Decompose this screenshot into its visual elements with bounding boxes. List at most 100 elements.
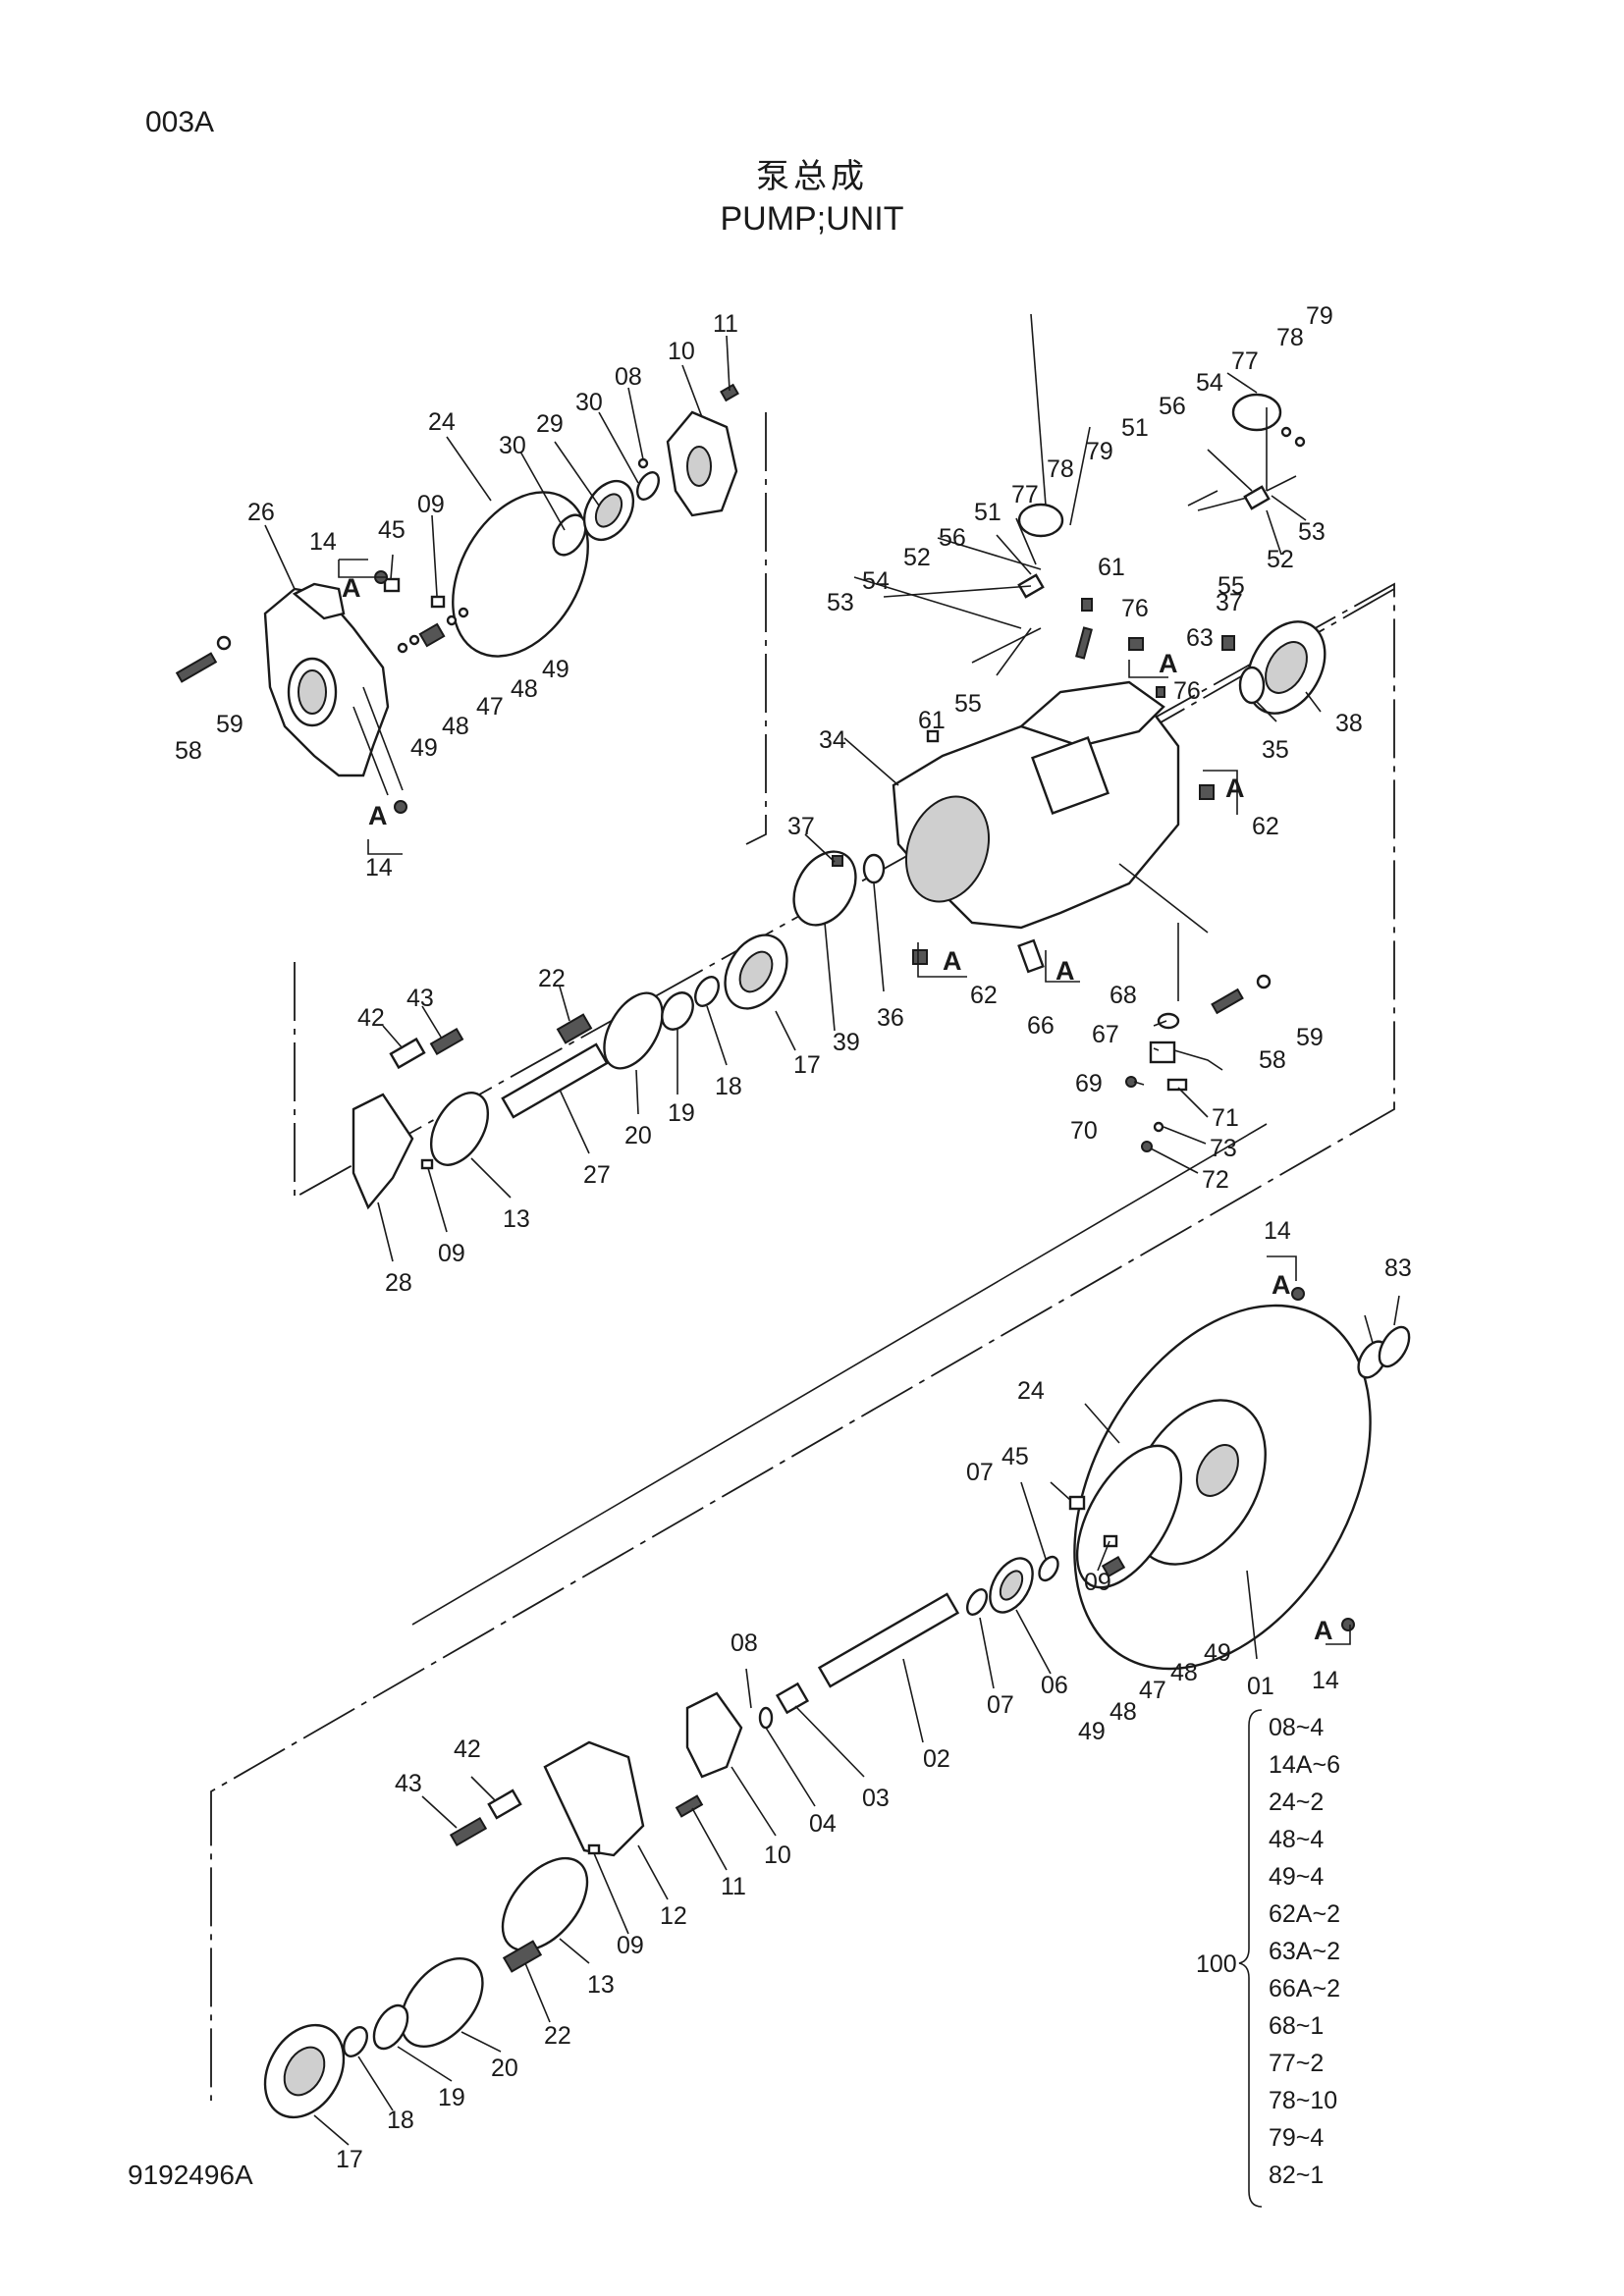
callout-38: 38	[1335, 710, 1363, 737]
callout-14: 14	[309, 528, 337, 556]
part-43b-spring	[449, 1816, 488, 1847]
part-48b-ring	[446, 614, 458, 626]
callout-56b: 56	[939, 524, 966, 552]
housing-regulator-assembly	[792, 393, 1326, 1152]
part-01-bore	[1196, 1444, 1239, 1497]
kit-item: 78~10	[1269, 2087, 1337, 2114]
callout-03: 03	[862, 1785, 890, 1812]
part-62a-plug	[1199, 784, 1215, 800]
callout-73: 73	[1210, 1135, 1237, 1162]
part-06-bearing-inner	[999, 1570, 1024, 1601]
callout-36: 36	[877, 1004, 904, 1032]
callout-51a: 51	[1121, 414, 1149, 442]
callout-49b: 49	[542, 656, 569, 683]
part-77b-oring	[1231, 393, 1282, 432]
callout-62a: 62	[1252, 813, 1279, 840]
part-22b-piston	[502, 1940, 543, 1973]
callout-48b: 48	[511, 675, 538, 703]
callout-76b: 76	[1173, 677, 1201, 705]
part-27-shaft	[501, 1042, 609, 1119]
callout-34: 34	[819, 726, 846, 754]
part-76b-plug	[1156, 686, 1165, 698]
part-42b-pin	[487, 1789, 522, 1820]
part-59a-washer	[216, 635, 232, 651]
part-39-plate	[792, 850, 857, 927]
callout-79a: 79	[1306, 302, 1333, 330]
callout-09b: 09	[438, 1240, 465, 1267]
part-20b-retainer	[400, 1956, 484, 2049]
part-19a-guide	[661, 991, 694, 1031]
part-59b-washer	[1256, 974, 1272, 989]
part-09d-pin	[587, 1843, 601, 1855]
callout-37b: 37	[787, 813, 815, 840]
part-71-clamp	[1166, 1078, 1188, 1092]
callout-52a: 52	[1267, 546, 1294, 573]
part-10-hole	[686, 446, 712, 487]
callout-53b: 53	[827, 589, 854, 616]
part-43a-spring	[429, 1027, 464, 1056]
callout-37a: 37	[1216, 589, 1243, 616]
callout-09c: 09	[1084, 1569, 1111, 1596]
callout-48: 48	[442, 713, 469, 740]
callout-08b: 08	[731, 1629, 758, 1657]
callout-10: 10	[668, 338, 695, 365]
part-26-top	[292, 582, 346, 620]
callout-09d: 09	[617, 1932, 644, 1959]
kit-item: 66A~2	[1269, 1975, 1340, 2002]
callout-63: 63	[1186, 624, 1214, 652]
part-34-bore	[904, 795, 991, 903]
part-22a-piston	[556, 1013, 593, 1044]
part-76a-pin	[1075, 626, 1093, 660]
kit-item: 08~4	[1269, 1714, 1324, 1741]
kit-item: 82~1	[1269, 2162, 1324, 2189]
callout-labels: 11 10 08 30 29 30 24 09 26 14 45 A 58 59…	[175, 302, 1412, 2173]
callout-59: 59	[216, 711, 244, 738]
callout-30b: 30	[499, 432, 526, 459]
part-35-bearing	[1238, 666, 1266, 705]
callout-42b: 42	[454, 1735, 481, 1763]
callout-A5: A	[943, 946, 962, 976]
callout-20a: 20	[624, 1122, 652, 1149]
callout-77b: 77	[1011, 481, 1039, 508]
callout-62b: 62	[970, 982, 998, 1009]
callout-71: 71	[1212, 1104, 1239, 1132]
callout-A6: A	[1056, 956, 1075, 986]
kit-item: 14A~6	[1269, 1751, 1340, 1779]
callout-20b: 20	[491, 2055, 518, 2082]
callout-A8: A	[1314, 1616, 1333, 1645]
frame-middle	[210, 582, 1395, 2101]
part-47-spring	[418, 622, 446, 648]
callout-24: 24	[428, 408, 456, 436]
callout-54a: 54	[1196, 369, 1223, 397]
callout-68: 68	[1110, 982, 1137, 1009]
callout-14b: 14	[365, 854, 393, 881]
front-rotary-group	[352, 934, 788, 1210]
part-47b-spring	[1101, 1555, 1126, 1578]
part-02-shaft	[817, 1592, 960, 1688]
callout-09: 09	[417, 491, 445, 518]
kit-item: 24~2	[1269, 1789, 1324, 1816]
part-18b-ring	[343, 2026, 368, 2057]
callout-A4: A	[1225, 774, 1245, 803]
callout-79b: 79	[1086, 438, 1113, 465]
callout-14c: 14	[1264, 1217, 1291, 1245]
callout-58: 58	[175, 737, 202, 765]
title-english: PUMP;UNIT	[720, 200, 904, 238]
part-83-ring	[1378, 1325, 1411, 1368]
part-20a-retainer	[603, 991, 664, 1070]
part-49b-oring	[458, 607, 469, 618]
part-42a-pin	[389, 1037, 426, 1070]
callout-10b: 10	[764, 1842, 791, 1869]
kit-item: 62A~2	[1269, 1900, 1340, 1928]
kit-item: 48~4	[1269, 1826, 1324, 1853]
part-73-washer	[1153, 1121, 1164, 1133]
part-07a-ring	[1038, 1555, 1059, 1582]
callout-08: 08	[615, 363, 642, 391]
callout-72: 72	[1202, 1166, 1229, 1194]
part-07b-ring	[965, 1588, 989, 1616]
callout-61a: 61	[1098, 554, 1125, 581]
drawing-number: 9192496A	[128, 2160, 253, 2190]
centerline-lower	[411, 1123, 1268, 1626]
part-34-valve-block	[1031, 736, 1110, 815]
